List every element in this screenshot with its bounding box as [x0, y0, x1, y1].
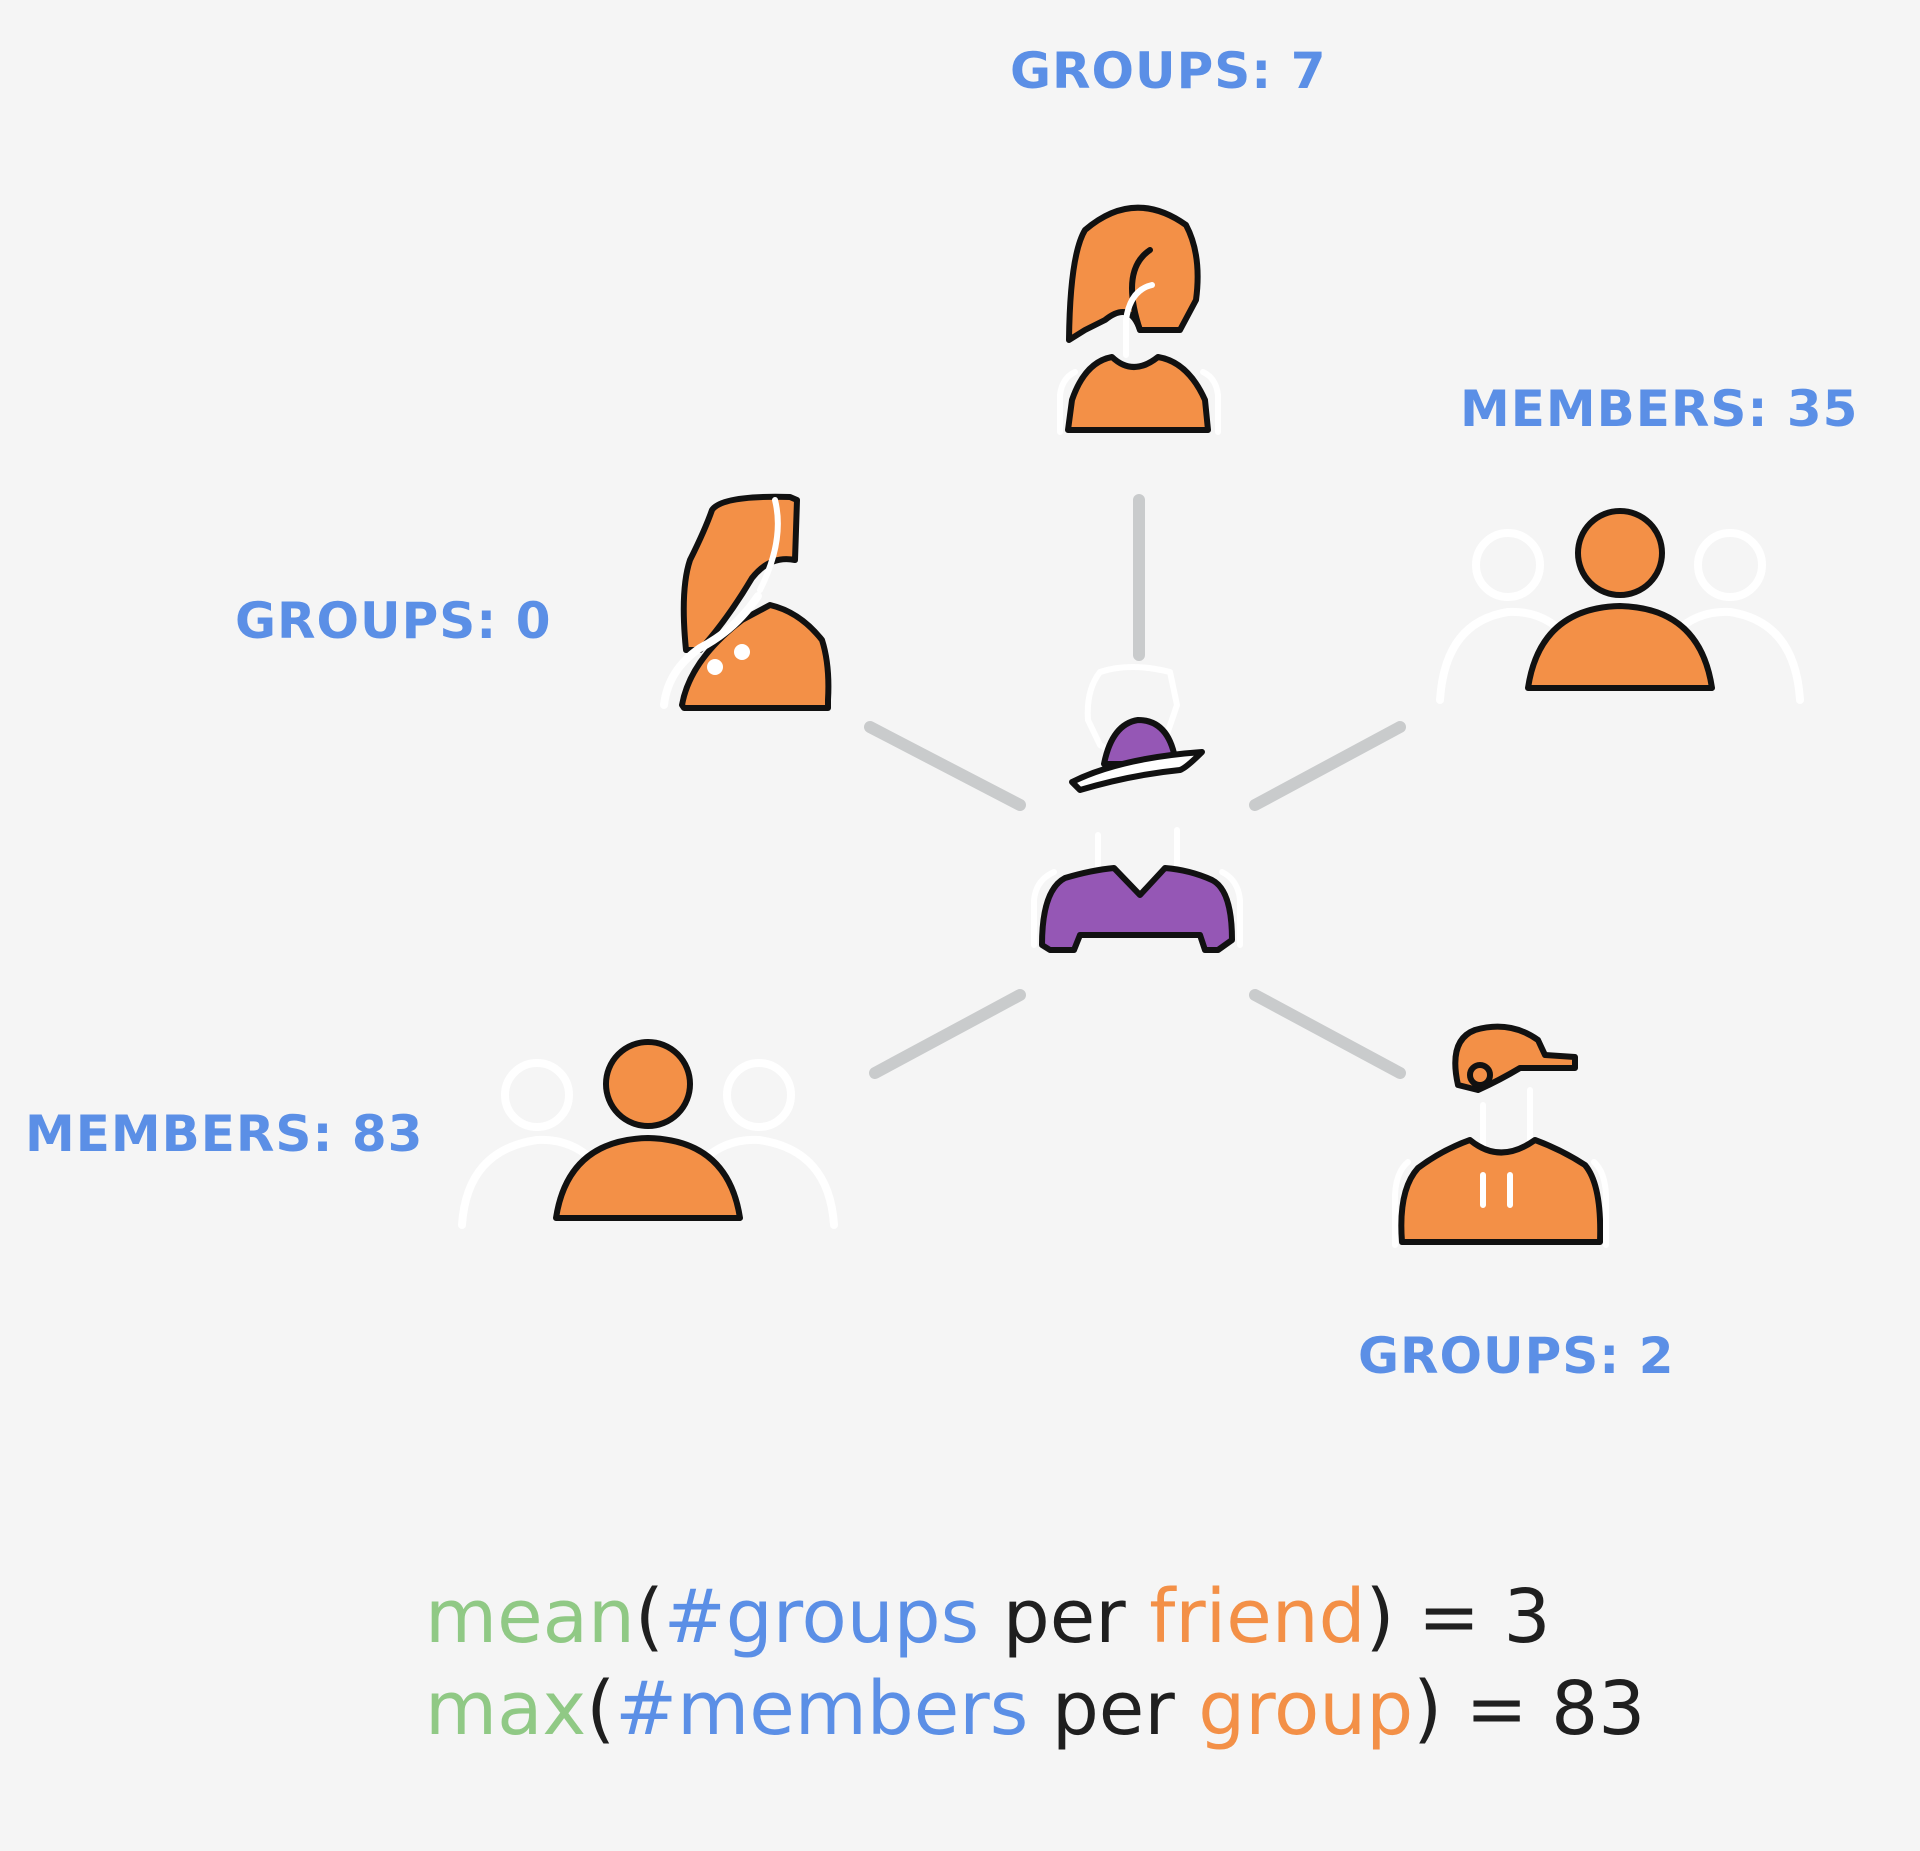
label-lower-left-members: MEMBERS: 83 — [25, 1105, 424, 1163]
formula-entity: group — [1198, 1666, 1414, 1752]
label-upper-right-members: MEMBERS: 35 — [1460, 380, 1859, 438]
formula-open-paren: ( — [634, 1574, 664, 1660]
group-icon — [1436, 508, 1804, 704]
formula-metric: #groups — [663, 1574, 980, 1660]
formula-entity: friend — [1149, 1574, 1366, 1660]
edges — [864, 494, 1406, 1079]
person-woman-long-hair-icon — [660, 493, 832, 711]
edge-lower-left — [869, 989, 1026, 1079]
edge-lower-right — [1249, 989, 1406, 1079]
edge-upper-right — [1249, 721, 1406, 811]
formula-per: per — [1028, 1666, 1199, 1752]
group-icon — [458, 1039, 838, 1229]
person-hat-icon — [1031, 664, 1243, 953]
label-upper-left-groups: GROUPS: 0 — [235, 592, 552, 650]
person-cap-icon — [1392, 1023, 1609, 1248]
label-lower-right-groups: GROUPS: 2 — [1358, 1327, 1675, 1385]
formula-result: ) = 83 — [1413, 1666, 1646, 1752]
formula-function: mean — [425, 1574, 635, 1660]
person-woman-short-hair-icon — [1057, 204, 1221, 435]
formula-function: max — [425, 1666, 587, 1752]
edge-upper-left — [864, 721, 1026, 811]
formula-per: per — [979, 1574, 1150, 1660]
formula-open-paren: ( — [586, 1666, 616, 1752]
formula-mean-groups: mean(#groups per friend) = 3 — [425, 1580, 1551, 1654]
formula-max-members: max(#members per group) = 83 — [425, 1672, 1645, 1746]
formula-result: ) = 3 — [1365, 1574, 1551, 1660]
label-top-groups: GROUPS: 7 — [1010, 42, 1327, 100]
formula-metric: #members — [615, 1666, 1029, 1752]
